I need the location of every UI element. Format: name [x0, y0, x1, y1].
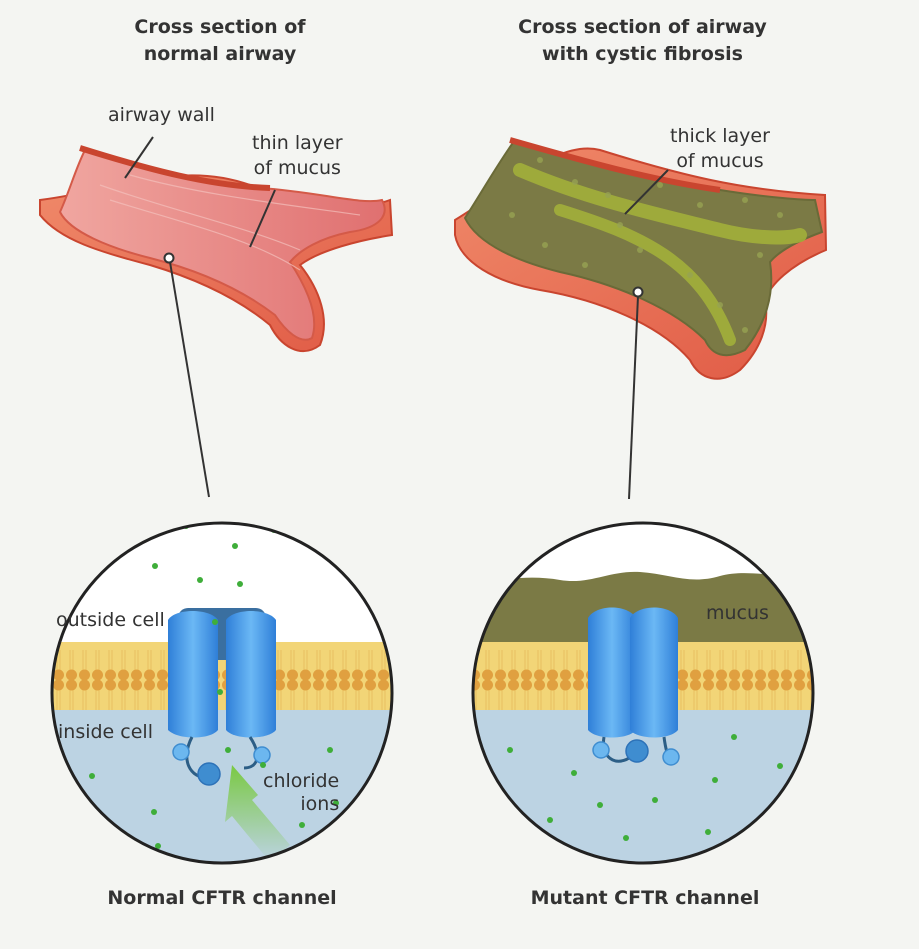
zoom-circle-normal	[50, 521, 394, 865]
cf-zoom-point-marker	[632, 286, 644, 298]
mucus-dots	[509, 157, 783, 333]
cf-chloride-ions	[507, 734, 783, 841]
channel-left-subunit	[168, 611, 218, 738]
channel-right-subunit	[226, 611, 276, 738]
mutant-caption: Mutant CFTR channel	[530, 887, 760, 909]
thin-mucus-label: thin layer of mucus	[252, 132, 343, 179]
mutant-cftr-zoom	[473, 523, 813, 863]
normal-airway	[39, 145, 394, 352]
chloride-ions-label: chloride ions	[263, 770, 340, 815]
ion-flow-arrow	[225, 765, 290, 862]
zoom-leader-left	[169, 261, 210, 498]
normal-caption: Normal CFTR channel	[107, 887, 337, 909]
inside-cell-label: inside cell	[58, 721, 153, 743]
mucus-region	[473, 571, 813, 645]
airway-wall-top-edge	[79, 145, 271, 191]
cf-title-line2: with cystic fibrosis	[542, 43, 743, 65]
zoom-leader-right	[628, 295, 639, 500]
cf-regulatory-domain	[592, 741, 610, 759]
thin-mucus-layer	[58, 148, 386, 341]
outside-cell-label: outside cell	[56, 609, 165, 631]
cf-channel-right-subunit	[630, 607, 678, 738]
airway-wall-leader	[124, 136, 154, 179]
thin-mucus-leader	[249, 189, 276, 248]
cf-nucleotide-binding-domain	[625, 739, 649, 763]
normal-title-line2: normal airway	[143, 43, 297, 65]
mucus-streak	[513, 163, 807, 245]
normal-cftr-zoom	[52, 523, 392, 863]
regulatory-domain	[172, 743, 190, 761]
thick-mucus-label: thick layer of mucus	[670, 125, 770, 172]
thick-mucus-leader	[624, 169, 669, 215]
zoom-circle-mutant	[471, 521, 815, 865]
zoom-point-marker	[163, 252, 175, 264]
cf-panel-title: Cross section of airway with cystic fibr…	[510, 14, 775, 68]
mucus-label: mucus	[706, 602, 769, 624]
airway-wall-label: airway wall	[108, 104, 215, 126]
normal-panel-title: Cross section of normal airway	[110, 14, 330, 68]
cf-channel-left-subunit	[588, 607, 636, 738]
nucleotide-binding-domain	[197, 762, 221, 786]
normal-title-line1: Cross section of	[134, 16, 306, 38]
cf-airway	[454, 137, 828, 380]
cf-title-line1: Cross section of airway	[518, 16, 767, 38]
